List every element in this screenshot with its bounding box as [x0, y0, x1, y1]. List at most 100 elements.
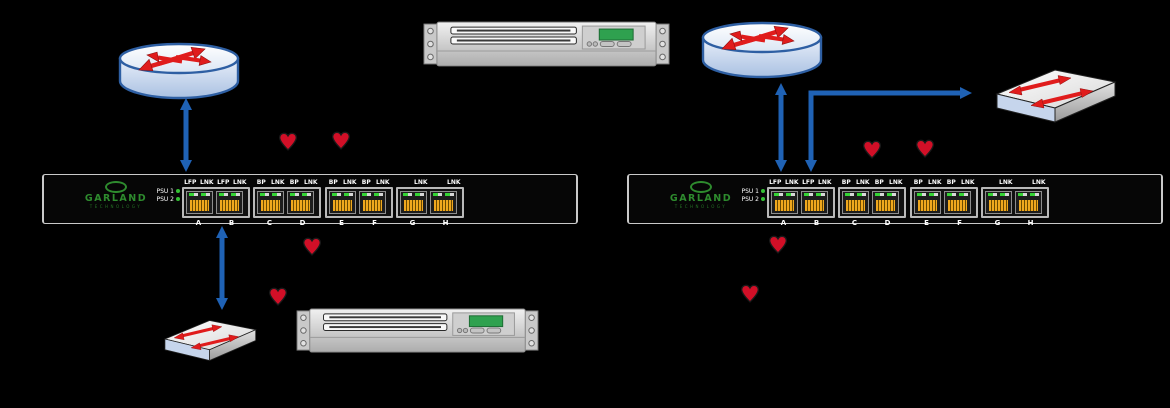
port-h-letter: H [442, 219, 449, 227]
server-icon [293, 307, 542, 354]
rj45-port-a [771, 191, 798, 214]
heartbeat-icon [915, 139, 935, 158]
link-led [201, 193, 210, 196]
port-g-label-right: LNK [414, 179, 428, 186]
heartbeat-icon [740, 284, 760, 303]
port-bezel-ab [182, 187, 250, 218]
rj45-pins [805, 200, 824, 211]
link-led [947, 193, 956, 196]
link-led [260, 193, 269, 196]
rj45-port-a [186, 191, 213, 214]
link-led [415, 193, 424, 196]
rj45-port-h [430, 191, 457, 214]
port-e-letter: E [924, 219, 929, 227]
port-h-label-left [429, 179, 446, 187]
port-group-ab: LFP LNK LFP LNK A B [182, 179, 250, 227]
port-d-letter: D [884, 219, 891, 227]
port-f-label-left: BP [946, 179, 956, 186]
rj45-port-g [400, 191, 427, 214]
link-led [1018, 193, 1027, 196]
port-c-label-left: BP [841, 179, 851, 186]
rj45-port-d [287, 191, 314, 214]
rj45-port-c [842, 191, 869, 214]
switch-icon [148, 310, 258, 368]
port-bezel-cd [838, 187, 906, 218]
garland-tap-device-left: GARLAND TECHNOLOGY PSU 1 PSU 2 LFP LNK L… [42, 174, 578, 227]
link-led [887, 193, 896, 196]
link-led [332, 193, 341, 196]
rj45-port-b [801, 191, 828, 214]
port-f-label-right: LNK [376, 179, 390, 186]
psu2-label: PSU 2 [741, 196, 759, 203]
rj45-port-f [359, 191, 386, 214]
heartbeat-icon [862, 140, 882, 159]
port-g-letter: G [994, 219, 1001, 227]
port-h-letter: H [1027, 219, 1034, 227]
rj45-pins [948, 200, 967, 211]
port-a-label-left: LFP [184, 179, 197, 186]
port-h-label-right: LNK [1032, 179, 1046, 186]
port-a-label-right: LNK [785, 179, 799, 186]
link-led [433, 193, 442, 196]
port-b-letter: B [228, 219, 235, 227]
connector-left-tap-to-switch [216, 226, 228, 310]
port-group-cd: BP LNK BP LNK C D [838, 179, 906, 227]
rj45-pins [918, 200, 937, 211]
port-bezel-gh [396, 187, 464, 218]
rj45-port-f [944, 191, 971, 214]
garland-logo-mark [105, 181, 127, 193]
port-f-label-left: BP [361, 179, 371, 186]
port-d-label-left: BP [289, 179, 299, 186]
port-b-label-left: LFP [217, 179, 230, 186]
rj45-pins [775, 200, 794, 211]
heartbeat-icon [278, 132, 298, 151]
port-group-ef: BP LNK BP LNK E F [910, 179, 978, 227]
rj45-pins [846, 200, 865, 211]
router-icon [118, 42, 240, 100]
port-b-letter: B [813, 219, 820, 227]
connector-right-router-to-tap [775, 83, 787, 172]
port-e-label-right: LNK [928, 179, 942, 186]
rj45-pins [261, 200, 280, 211]
port-c-label-left: BP [256, 179, 266, 186]
link-led [344, 193, 353, 196]
rj45-pins [989, 200, 1008, 211]
link-led [917, 193, 926, 196]
psu-indicators: PSU 1 PSU 2 [725, 188, 765, 204]
link-led [875, 193, 884, 196]
link-led [362, 193, 371, 196]
link-led [774, 193, 783, 196]
rj45-port-g [985, 191, 1012, 214]
port-h-label-right: LNK [447, 179, 461, 186]
rj45-pins [1019, 200, 1038, 211]
link-led [845, 193, 854, 196]
port-d-label-right: LNK [304, 179, 318, 186]
rj45-pins [363, 200, 382, 211]
link-led [816, 193, 825, 196]
connector-left-router-to-tap [180, 98, 192, 172]
port-e-label-left: BP [328, 179, 338, 186]
link-led [374, 193, 383, 196]
garland-logo: GARLAND TECHNOLOGY [72, 181, 160, 209]
port-b-label-right: LNK [233, 179, 247, 186]
rj45-port-e [329, 191, 356, 214]
port-b-label-left: LFP [802, 179, 815, 186]
port-f-letter: F [372, 219, 377, 227]
rj45-port-b [216, 191, 243, 214]
port-group-cd: BP LNK BP LNK C D [253, 179, 321, 227]
brand-subtitle: TECHNOLOGY [89, 204, 143, 209]
port-b-label-right: LNK [818, 179, 832, 186]
port-g-label-right: LNK [999, 179, 1013, 186]
garland-logo-mark [690, 181, 712, 193]
port-c-letter: C [266, 219, 273, 227]
port-c-label-right: LNK [856, 179, 870, 186]
connector-right-tap-to-switch [805, 87, 972, 172]
port-d-label-right: LNK [889, 179, 903, 186]
link-led [804, 193, 813, 196]
psu2-led [176, 197, 180, 201]
psu-indicators: PSU 1 PSU 2 [140, 188, 180, 204]
brand-name: GARLAND [84, 193, 148, 204]
port-g-label-left [396, 179, 413, 187]
